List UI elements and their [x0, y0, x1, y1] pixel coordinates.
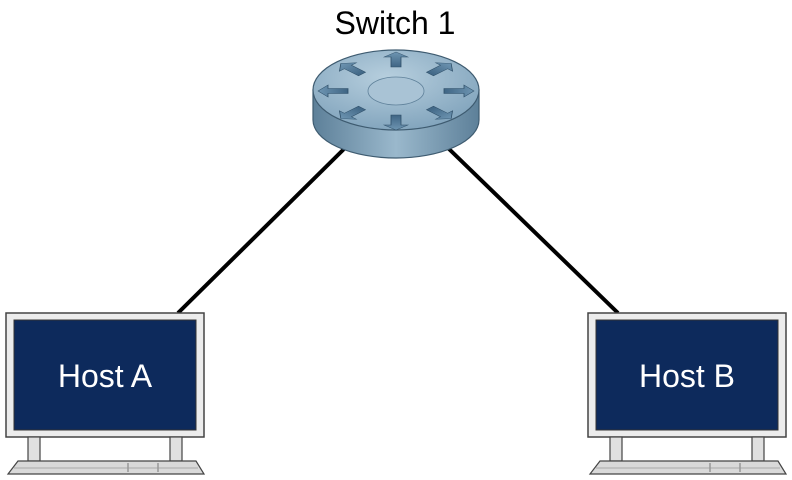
host-a: Host A — [5, 312, 206, 475]
host-b-label: Host B — [639, 358, 735, 394]
host-a-label: Host A — [58, 358, 153, 394]
switch-icon — [312, 49, 480, 159]
host-b: Host B — [587, 312, 788, 475]
computer-icon — [5, 312, 206, 475]
link-switch-host-a — [176, 146, 347, 315]
computer-icon — [587, 312, 788, 475]
switch-label: Switch 1 — [335, 5, 456, 41]
link-switch-host-b — [446, 146, 620, 315]
